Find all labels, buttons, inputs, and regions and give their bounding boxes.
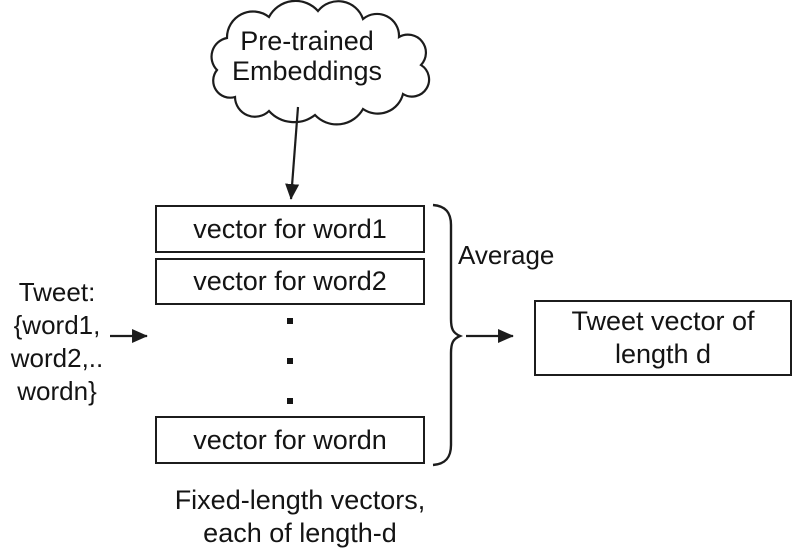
vertical-ellipsis-dots [287,318,293,404]
tweet-input-line3: word2,.. [10,343,104,373]
cloud-shape [210,0,431,126]
tweet-input-line1: Tweet: [18,277,96,307]
vector-box-word2: vector for word2 [155,258,425,305]
ellipsis-dot [287,398,293,404]
ellipsis-dot [287,318,293,324]
result-box-line1: Tweet vector of [571,306,755,336]
vector-box-word2-label: vector for word2 [193,266,387,296]
average-brace [432,203,464,467]
average-label: Average [458,240,555,270]
figure-caption-line1: Fixed-length vectors, [174,485,426,515]
vector-box-wordn-label: vector for wordn [193,424,387,455]
cloud-label: Pre-trained Embeddings [207,26,407,86]
ellipsis-dot [287,358,293,364]
cloud-label-line2: Embeddings [231,56,383,86]
cloud-label-line1: Pre-trained [240,26,374,56]
tweet-input-line4: wordn} [17,376,97,406]
cloud-to-boxes-arrow [285,106,300,200]
result-box-line2: length d [614,339,712,369]
result-box: Tweet vector of length d [534,300,792,376]
figure-caption: Fixed-length vectors, each of length-d [135,484,465,550]
vector-box-word1-label: vector for word1 [193,213,387,244]
figure-caption-line2: each of length-d [203,518,397,548]
vector-box-wordn: vector for wordn [155,416,425,464]
vector-box-word1: vector for word1 [155,205,425,253]
tweet-input-label: Tweet: {word1, word2,.. wordn} [0,276,114,408]
tweet-input-line2: {word1, [13,310,101,340]
